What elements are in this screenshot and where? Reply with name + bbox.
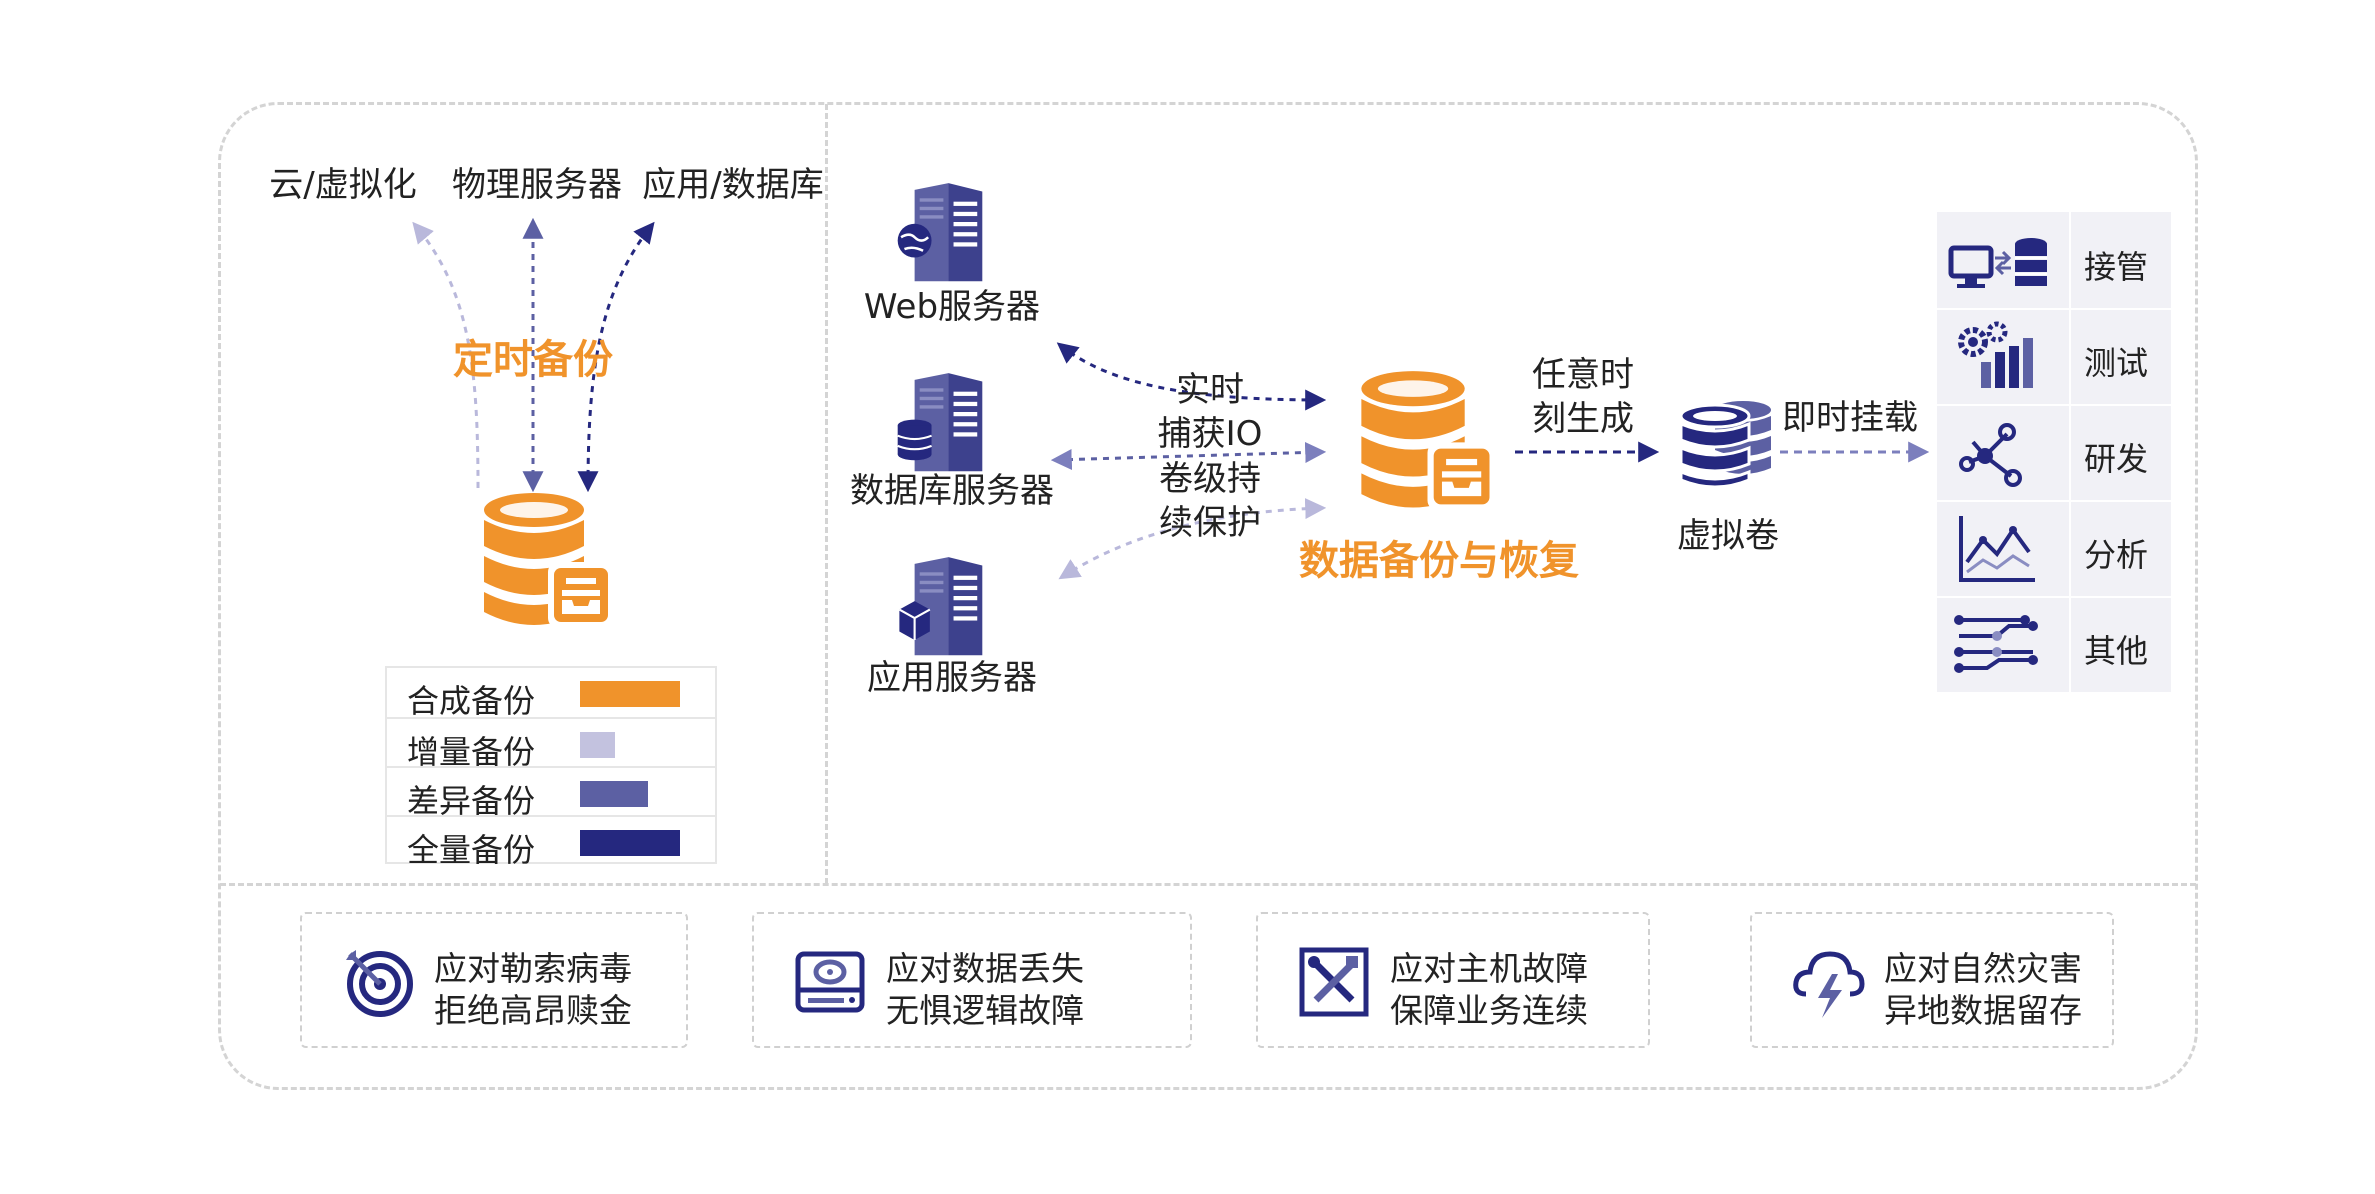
card-line1: 应对主机故障 <box>1390 949 1588 988</box>
storm-cloud-icon <box>1793 951 1865 1018</box>
legend-swatch-full <box>580 830 680 856</box>
arrow-to-appdb <box>577 221 655 493</box>
generate-text-line: 刻生成 <box>1532 399 1634 439</box>
capture-text-line: 实时 <box>1176 370 1244 410</box>
card-natural-disaster: 应对自然灾害 异地数据留存 <box>1750 912 2114 1048</box>
arrow-db <box>1050 442 1327 470</box>
panel-divider <box>1937 596 2171 598</box>
takeover-icon <box>1948 238 2047 288</box>
legend-swatch-differential <box>580 781 648 807</box>
use-case-takeover: 接管 <box>1937 212 2171 308</box>
legend-swatch-synthetic <box>580 681 680 707</box>
panel-divider <box>2069 212 2071 692</box>
card-line2: 无惧逻辑故障 <box>886 991 1084 1030</box>
card-data-loss: 应对数据丢失 无惧逻辑故障 <box>752 912 1192 1048</box>
target-physical-server: 物理服务器 <box>452 165 622 205</box>
card-host-failure: 应对主机故障 保障业务连续 <box>1256 912 1650 1048</box>
other-icon <box>1954 615 2038 673</box>
legend-row: 全量备份 <box>387 815 715 869</box>
legend-label: 合成备份 <box>407 682 536 720</box>
arrow-web <box>1056 342 1327 411</box>
backup-legend: 合成备份 增量备份 差异备份 全量备份 <box>385 666 717 869</box>
use-case-label: 接管 <box>2084 248 2149 286</box>
legend-row: 合成备份 <box>387 668 715 720</box>
use-case-panel: 接管 测试 研发 分析 <box>1937 212 2171 692</box>
use-case-label: 分析 <box>2084 536 2149 574</box>
app-server-label: 应用服务器 <box>867 658 1037 698</box>
card-ransomware: 应对勒索病毒 拒绝高昂赎金 <box>300 912 688 1048</box>
core-backup-database-icon <box>1355 368 1500 523</box>
panel-divider <box>1937 404 2171 406</box>
database-server-label: 数据库服务器 <box>850 471 1054 511</box>
use-case-other: 其他 <box>1937 596 2171 692</box>
target-cloud: 云/虚拟化 <box>269 165 417 205</box>
virtual-volume-icon <box>1679 401 1771 489</box>
panel-divider <box>1937 308 2171 310</box>
card-line1: 应对数据丢失 <box>886 949 1084 988</box>
app-server-icon <box>898 552 1000 662</box>
card-line2: 拒绝高昂赎金 <box>434 991 632 1030</box>
virtual-volume-label: 虚拟卷 <box>1677 516 1779 556</box>
use-case-analysis: 分析 <box>1937 500 2171 596</box>
backup-database-icon <box>478 490 618 640</box>
database-server-icon <box>897 368 1000 478</box>
capture-text-line: 续保护 <box>1159 503 1261 543</box>
use-case-label: 测试 <box>2084 344 2149 382</box>
card-line1: 应对勒索病毒 <box>434 949 632 988</box>
web-server-label: Web服务器 <box>863 287 1041 327</box>
outer-frame <box>218 102 2198 1090</box>
use-case-research: 研发 <box>1937 404 2171 500</box>
capture-text-line: 捕获IO <box>1157 414 1263 454</box>
arrow-to-cloud <box>412 221 480 489</box>
card-line2: 异地数据留存 <box>1884 991 2082 1030</box>
legend-label: 差异备份 <box>407 782 536 820</box>
scheduled-backup-label: 定时备份 <box>453 337 613 383</box>
tools-icon <box>1299 947 1369 1017</box>
legend-label: 增量备份 <box>407 733 536 771</box>
legend-label: 全量备份 <box>407 831 536 869</box>
horizontal-divider <box>220 883 2196 886</box>
analysis-icon <box>1959 516 2035 582</box>
target-app-db: 应用/数据库 <box>642 165 824 205</box>
legend-row: 差异备份 <box>387 766 715 820</box>
test-icon <box>1958 321 2033 388</box>
research-icon <box>1959 423 2022 487</box>
disk-icon <box>795 951 865 1013</box>
core-backup-recovery-label: 数据备份与恢复 <box>1299 538 1579 584</box>
arrow-app <box>1058 498 1327 580</box>
instant-mount-label: 即时挂载 <box>1782 398 1918 438</box>
card-line1: 应对自然灾害 <box>1884 949 2082 988</box>
panel-divider <box>1937 500 2171 502</box>
use-case-label: 研发 <box>2084 440 2149 478</box>
use-case-label: 其他 <box>2084 632 2149 670</box>
web-server-icon <box>897 178 1000 288</box>
generate-text-line: 任意时 <box>1532 355 1634 395</box>
vertical-divider <box>825 104 828 884</box>
use-case-test: 测试 <box>1937 308 2171 404</box>
capture-text-line: 卷级持 <box>1159 459 1261 499</box>
legend-swatch-incremental <box>580 732 615 758</box>
ransomware-target-icon <box>346 950 413 1017</box>
card-line2: 保障业务连续 <box>1390 991 1588 1030</box>
legend-row: 增量备份 <box>387 717 715 771</box>
